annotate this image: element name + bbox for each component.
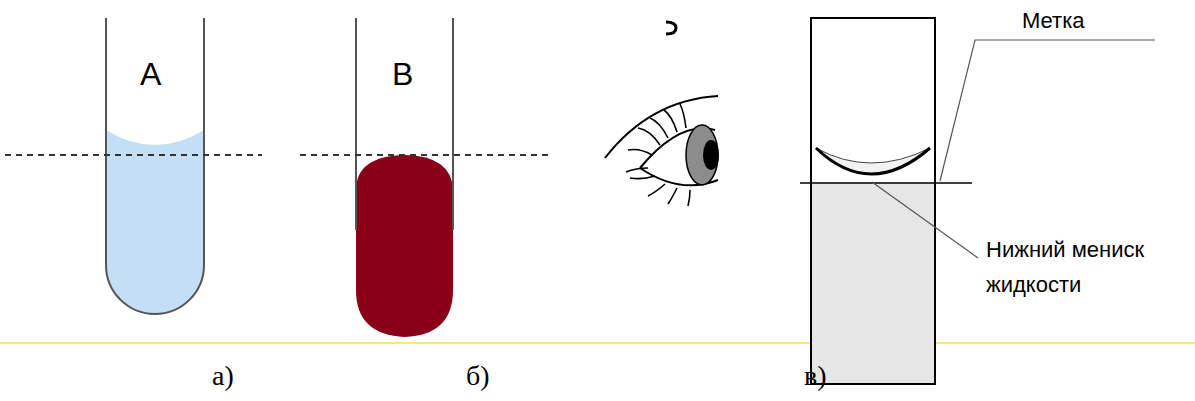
panel-caption: а)	[212, 360, 234, 392]
liquid-mercury	[356, 155, 453, 337]
test-tube	[106, 18, 204, 314]
eye	[605, 96, 719, 206]
level-line	[5, 154, 262, 156]
leader-line	[872, 182, 978, 258]
leader-line	[940, 40, 1155, 181]
callout-label: Метка	[1022, 8, 1085, 33]
vessel	[811, 18, 935, 384]
meniscus-band	[816, 148, 930, 174]
liquid	[811, 182, 935, 384]
liquid-water	[106, 130, 204, 314]
meniscus	[816, 148, 930, 174]
tube-letter: B	[392, 56, 413, 93]
mark-line	[800, 182, 972, 184]
level-line	[300, 154, 550, 156]
base-line	[0, 342, 1195, 344]
test-tube	[452, 18, 454, 230]
test-tube	[355, 18, 357, 230]
mark-symbol	[666, 22, 676, 34]
panel-caption: б)	[466, 360, 490, 392]
callout-label: Нижний мениск жидкости	[986, 232, 1186, 302]
panel-caption: в)	[804, 360, 827, 392]
tube-letter: A	[140, 56, 161, 93]
